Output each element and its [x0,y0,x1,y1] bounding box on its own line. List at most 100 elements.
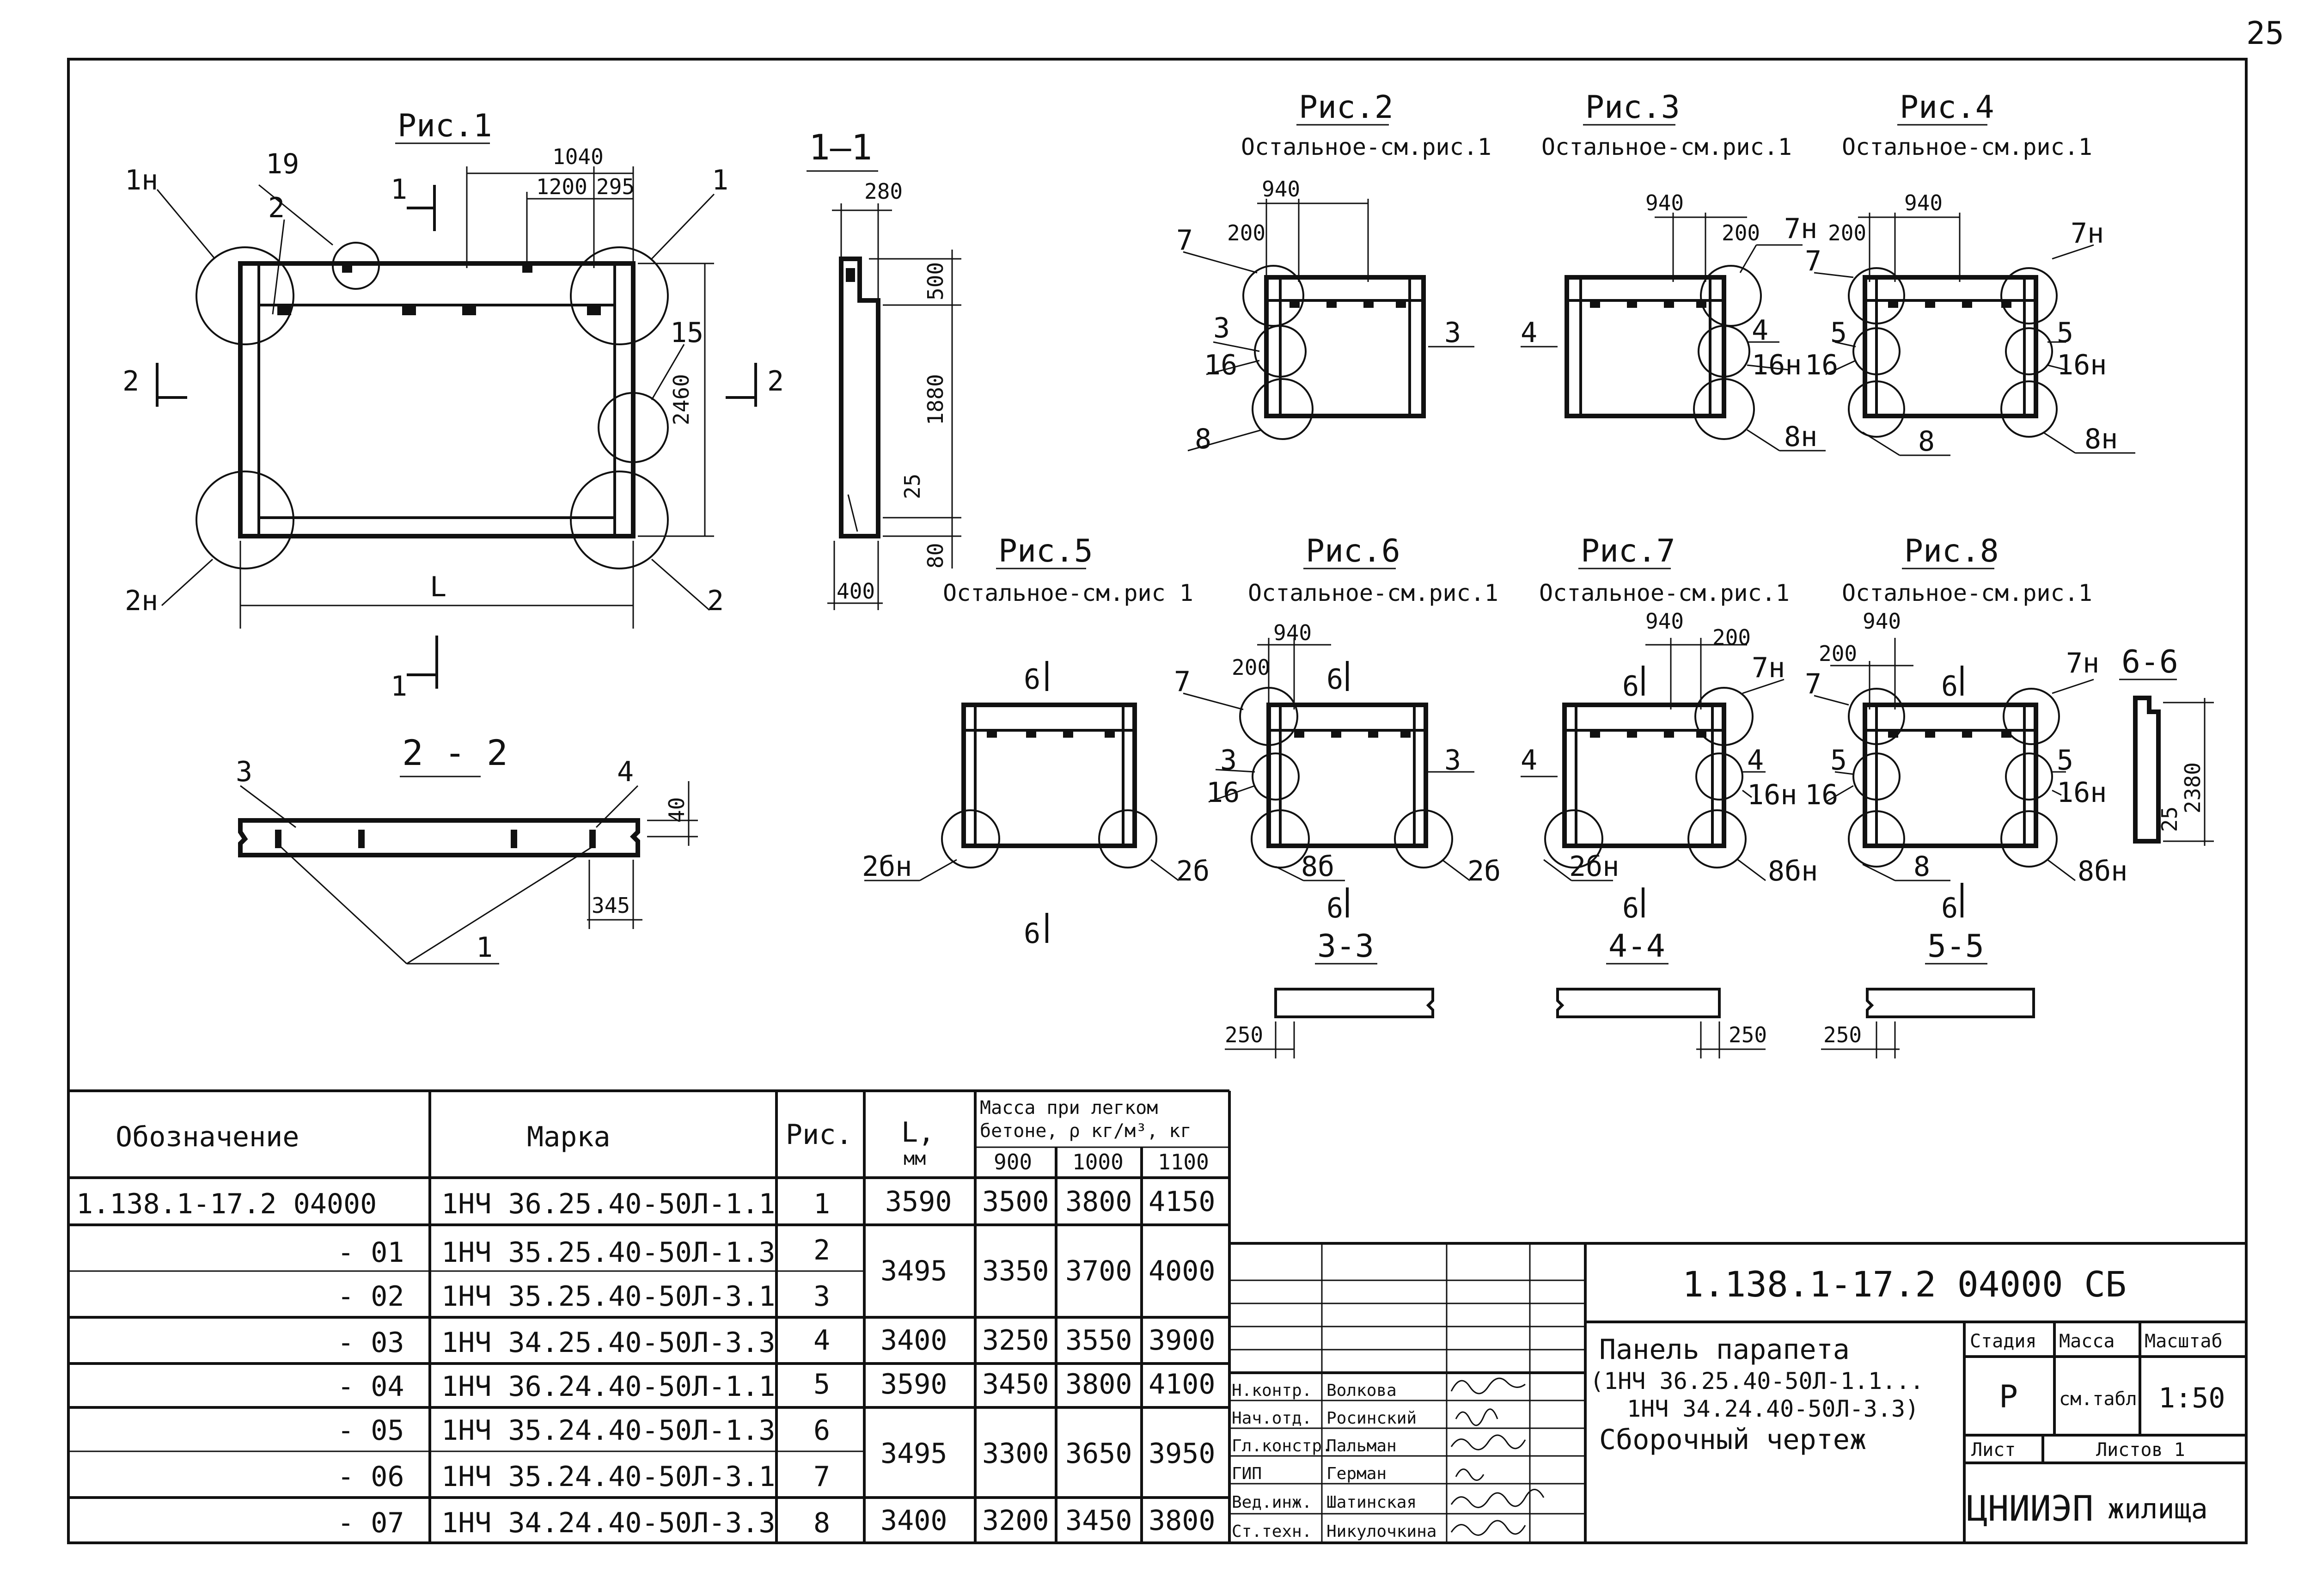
figure-8-callout-5-left: 5 [1830,744,1847,777]
section-6-6-dim-25: 25 [2157,807,2182,832]
row-4-m1100: 4100 [1149,1368,1216,1400]
row-3-designation: - 03 [337,1327,404,1359]
callout-1: 1 [712,164,728,196]
figure-1: Рис.1 1н 19 2 1 15 2н 2 [122,108,784,703]
figure-8-callout-8bn: 8бн [2078,855,2127,887]
figure-7-title: Рис.7 [1581,533,1675,569]
figure-6-note: Остальное-см.рис.1 [1248,580,1498,606]
dim-L: L [430,571,446,603]
stage-label: Стадия [1970,1331,2037,1352]
section-6-6: 6-6 2380 25 [2119,644,2214,846]
figure-2-callout-8: 8 [1195,423,1211,455]
figure-2-callout-16: 16 [1204,349,1237,381]
callout-2n: 2н [125,585,158,617]
figure-4-callout-8n: 8н [2084,423,2118,455]
figure-7-callout-8bn: 8бн [1768,855,1818,887]
figure-4-callout-16: 16 [1805,349,1838,381]
sign-role-2: Гл.констр. [1232,1437,1332,1455]
row-3-m1100: 3900 [1149,1324,1216,1357]
section-5-5-title: 5-5 [1927,928,1984,965]
figure-3-dim-200: 200 [1722,220,1760,245]
row-2-mark: 1НЧ 35.25.40-50Л-3.1 [441,1280,775,1313]
figure-7-callout-7n: 7н [1752,652,1785,684]
figure-5-title: Рис.5 [998,533,1093,569]
row-5-fig: 6 [813,1414,830,1447]
dim-295: 295 [596,174,635,199]
figure-8-callout-8: 8 [1913,850,1930,883]
figure-7-callout-16n: 16н [1747,779,1797,811]
row-1-m900: 3350 [982,1255,1049,1287]
figure-3-title: Рис.3 [1585,89,1680,126]
figure-2-dim-200: 200 [1227,220,1265,245]
figure-2-title: Рис.2 [1299,89,1393,126]
section-2-2-callout-3: 3 [236,756,252,788]
figure-8-callout-5-right: 5 [2057,744,2073,777]
figure-8-callout-16: 16 [1805,779,1838,811]
title-line-4: Сборочный чертеж [1599,1424,1866,1456]
row-4-designation: - 04 [337,1370,404,1403]
scale-value: 1:50 [2158,1382,2225,1414]
signature-scribble-1 [1455,1408,1498,1426]
figure-6: Рис.6 Остальное-см.рис.1 940 200 6 6 7 3… [1174,533,1501,924]
row-4-mark: 1НЧ 36.24.40-50Л-1.1 [441,1370,775,1403]
detail-circle-2 [570,471,669,569]
row-7-mark: 1НЧ 34.24.40-50Л-3.3 [441,1507,775,1539]
row-1-fig: 2 [813,1234,830,1266]
header-mass-line2: бетоне, ρ кг/м³, кг [980,1120,1192,1142]
sign-role-1: Нач.отд. [1232,1409,1312,1428]
figure-8-dim-940: 940 [1863,609,1901,634]
figure-6-mark-6-top: 6 [1326,663,1343,696]
header-designation: Обозначение [116,1121,299,1153]
signature-scribble-2 [1450,1434,1526,1450]
section-1-1: 1—1 280 500 1880 25 80 400 [807,127,961,610]
row-1-m1000: 3700 [1065,1255,1132,1287]
section-6-6-title: 6-6 [2121,644,2178,680]
figure-8-dim-200: 200 [1819,641,1857,666]
figure-6-callout-8b: 8б [1301,850,1334,883]
row-1-designation: - 01 [337,1236,404,1269]
callout-2-top: 2 [268,192,285,224]
row-0-m1100: 4150 [1149,1186,1216,1218]
row-7-fig: 8 [813,1507,830,1539]
row-2-designation: - 02 [337,1280,404,1313]
figure-3-callout-4-left: 4 [1521,317,1537,349]
figure-6-callout-3-left: 3 [1220,744,1237,777]
row-5-m1100: 3950 [1149,1437,1216,1470]
figure-5: Рис.5 Остальное-см.рис 1 6 6 2бн 2б [862,533,1210,950]
sign-role-3: ГИП [1232,1464,1262,1483]
figure-5-callout-2bn: 2бн [862,850,912,883]
sign-role-5: Ст.техн. [1232,1522,1312,1541]
callout-2-bottom: 2 [707,585,724,617]
figure-3-callout-16n: 16н [1752,349,1802,381]
title-line-3: 1НЧ 34.24.40-50Л-3.3) [1627,1395,1919,1422]
row-5-mark: 1НЧ 35.24.40-50Л-1.3 [441,1414,775,1447]
figure-8-title: Рис.8 [1904,533,1999,569]
figure-1-title: Рис.1 [397,108,492,144]
header-length-unit: мм [904,1148,926,1169]
figure-8-mark-6-top: 6 [1941,670,1958,703]
row-6-fig: 7 [813,1461,830,1493]
row-0-length: 3590 [885,1186,952,1218]
header-density-900: 900 [994,1150,1032,1174]
sign-role-4: Вед.инж. [1232,1493,1312,1512]
dim-2460: 2460 [669,374,694,425]
dim-40: 40 [664,797,689,823]
figure-2-dim-940: 940 [1262,177,1300,202]
figure-8-note: Остальное-см.рис.1 [1842,580,2092,606]
header-length: L, [901,1116,935,1149]
row-5-designation: - 05 [337,1414,404,1447]
dim-1880: 1880 [923,374,948,425]
figure-3-dim-940: 940 [1645,190,1684,215]
figure-4-callout-5-right: 5 [2057,317,2073,349]
callout-15: 15 [670,317,703,349]
figure-3-callout-8n: 8н [1784,421,1817,453]
row-5-length: 3495 [880,1437,947,1470]
figure-6-dim-940: 940 [1273,620,1312,645]
figure-4: Рис.4 Остальное-см.рис.1 940 200 7н 7 5 … [1805,89,2135,458]
signature-scribble-3 [1455,1468,1485,1481]
section-5-5: 5-5 250 [1821,928,2035,1058]
figure-3-callout-7n: 7н [1784,213,1817,245]
section-3-3: 3-3 250 [1225,928,1434,1058]
row-6-designation: - 06 [337,1461,404,1493]
